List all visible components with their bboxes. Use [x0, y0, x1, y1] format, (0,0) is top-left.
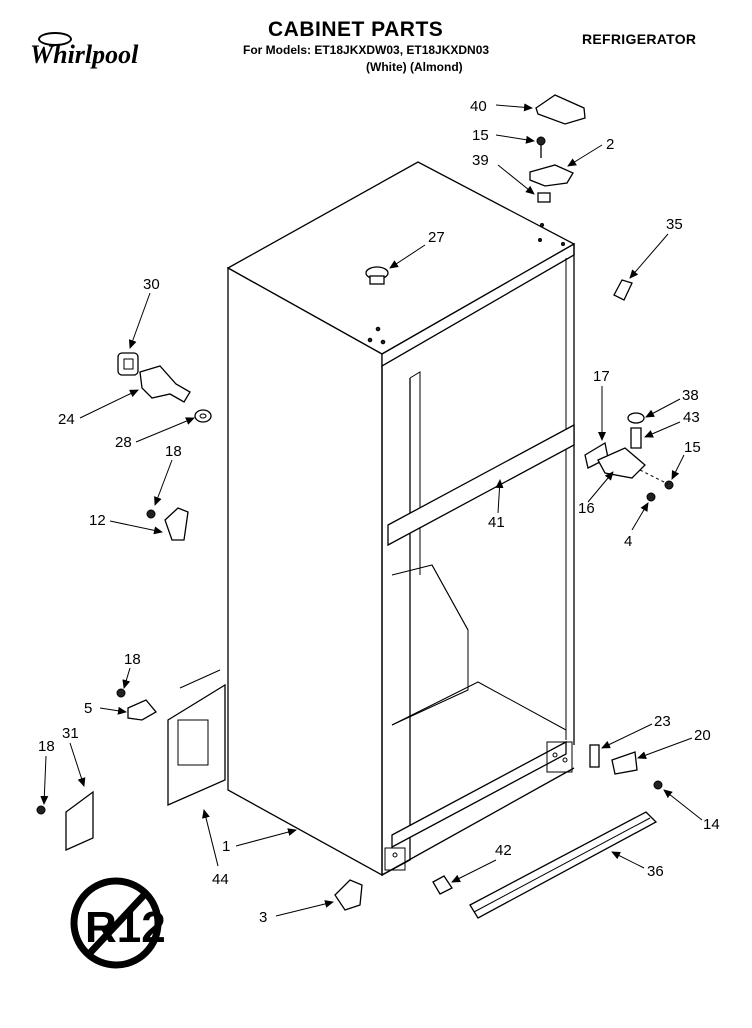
callout-27: 27: [428, 229, 445, 246]
callout-17: 17: [593, 368, 610, 385]
hinge-part-5: [127, 699, 157, 721]
callout-36: 36: [647, 863, 664, 880]
washer-part-38: [627, 412, 645, 424]
callout-38: 38: [682, 387, 699, 404]
r12-refrigerant-seal: R12: [70, 877, 166, 969]
callout-15b: 15: [684, 439, 701, 456]
callout-43: 43: [683, 409, 700, 426]
callout-18b: 18: [124, 651, 141, 668]
model-numbers: For Models: ET18JKXDW03, ET18JKXDN03: [243, 43, 490, 57]
callout-44: 44: [212, 871, 229, 888]
callout-1: 1: [222, 838, 230, 855]
bracket-part-20: [611, 751, 638, 775]
callout-18c: 18: [38, 738, 55, 755]
callout-30: 30: [143, 276, 160, 293]
callout-42: 42: [495, 842, 512, 859]
callout-35: 35: [666, 216, 683, 233]
page-title: CABINET PARTS: [268, 18, 444, 41]
plug-part: [365, 266, 389, 285]
callout-3: 3: [259, 909, 267, 926]
callout-20: 20: [694, 727, 711, 744]
bracket-part-23: [589, 744, 600, 768]
bracket-part-30: [117, 352, 139, 376]
hinge-cover-part: [535, 94, 586, 125]
washer-part-28: [194, 409, 212, 423]
pin-part-43: [630, 427, 642, 449]
screw-part-18b: [116, 688, 126, 698]
foot-part-3: [334, 879, 363, 911]
callout-40: 40: [470, 98, 487, 115]
center-hinge-part-16: [597, 447, 646, 479]
callout-5: 5: [84, 700, 92, 717]
axle-part-24: [139, 365, 191, 403]
callout-23: 23: [654, 713, 671, 730]
leader-lines: [40, 103, 703, 917]
product-category: REFRIGERATOR: [582, 31, 697, 47]
clip-part-42: [432, 875, 453, 895]
bracket-part-12: [164, 507, 189, 541]
brand-logo: Whirlpool: [30, 40, 139, 69]
callout-15a: 15: [472, 127, 489, 144]
top-hinge-part: [529, 164, 574, 187]
callout-2: 2: [606, 136, 614, 153]
callout-41: 41: [488, 514, 505, 531]
color-variants: (White) (Almond): [366, 60, 463, 74]
callout-31: 31: [62, 725, 79, 742]
screw-part-18c: [36, 805, 46, 815]
side-bracket-part-44: [167, 683, 226, 806]
screw-part-4: [646, 492, 656, 502]
cover-plate-part-31: [65, 790, 94, 852]
callout-16: 16: [578, 500, 595, 517]
callout-4: 4: [624, 533, 632, 550]
screw-part-14: [653, 780, 663, 790]
callout-12: 12: [89, 512, 106, 529]
hinge-shim-part: [537, 192, 551, 203]
callout-18a: 18: [165, 443, 182, 460]
screw-part-15b: [664, 480, 674, 490]
callout-14: 14: [703, 816, 720, 833]
cabinet-shell: [226, 161, 576, 877]
callout-24: 24: [58, 411, 75, 428]
brand-logo-mark: [38, 32, 72, 46]
screw-part-18a: [146, 509, 156, 519]
top-trim-part: [613, 279, 633, 301]
callout-28: 28: [115, 434, 132, 451]
screw-part-top: [536, 136, 546, 158]
callout-39: 39: [472, 152, 489, 169]
